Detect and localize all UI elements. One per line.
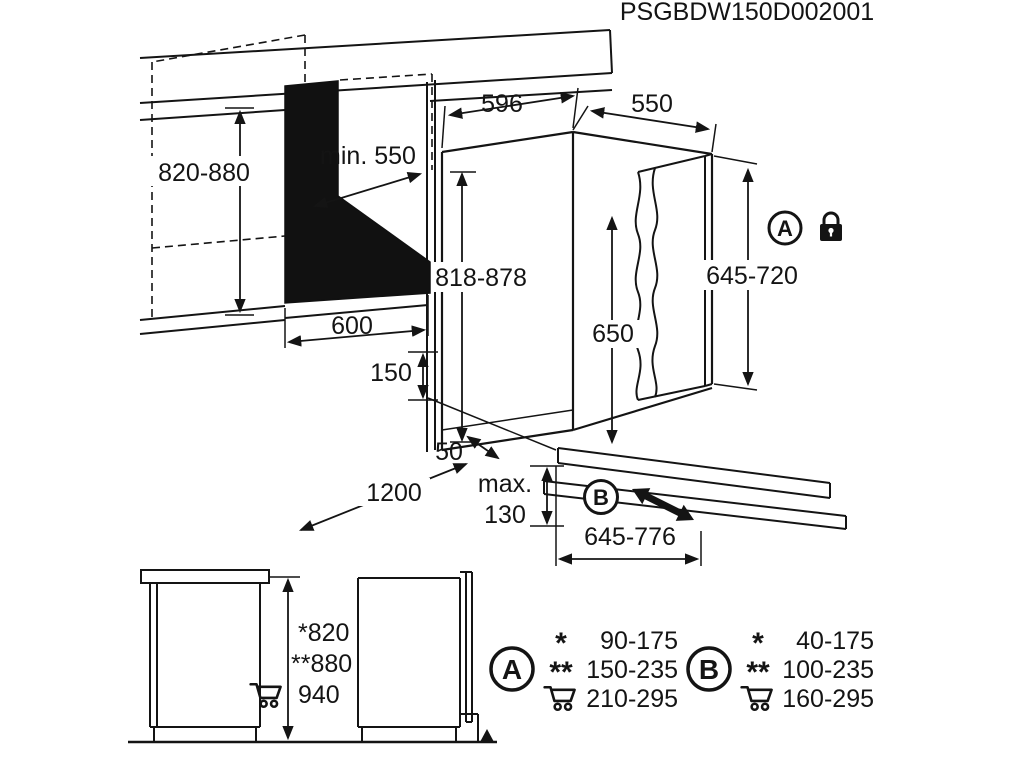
- height-dimension: [268, 576, 300, 741]
- table-a: A * 90-175 ** 150-235 210-295: [489, 627, 678, 713]
- marker-a-label: A: [777, 216, 793, 241]
- dim-plinth-panel-range: [555, 466, 702, 566]
- dim-niche-width: [284, 295, 429, 348]
- dim-gap: [466, 435, 500, 460]
- dim-appliance-width: [441, 87, 579, 149]
- door-panel: [634, 153, 713, 401]
- table-a-label: A: [502, 654, 522, 685]
- height-option-max: 940: [298, 681, 340, 709]
- dim-label-niche-height: 820-880: [158, 159, 250, 187]
- dim-niche-height: [225, 107, 254, 316]
- table-a-value-star: 90-175: [600, 627, 678, 655]
- table-b-value-cart: 160-295: [782, 685, 874, 713]
- dim-label-door-height: 650: [592, 320, 634, 348]
- marker-a: A: [767, 210, 803, 246]
- table-b-symbol-2star: **: [746, 656, 770, 689]
- dim-label-hose-length: 1200: [366, 479, 422, 507]
- table-b-value-star: 40-175: [796, 627, 874, 655]
- table-a-value-2star: 150-235: [586, 656, 678, 684]
- dim-label-appliance-width: 596: [481, 90, 523, 118]
- label-backgrounds: [146, 156, 802, 506]
- dim-label-appliance-height: 818-878: [435, 264, 527, 292]
- marker-b-label: B: [593, 485, 609, 510]
- floor-line: [128, 729, 497, 744]
- dim-label-appliance-depth: 550: [631, 90, 673, 118]
- dim-max-130: [530, 465, 564, 527]
- table-b: B * 40-175 ** 100-235 160-295: [686, 627, 874, 713]
- dim-label-max: max.: [478, 470, 532, 498]
- dishwasher-body: [427, 130, 714, 452]
- marker-b: B: [583, 479, 619, 515]
- dim-appliance-height: [450, 171, 476, 443]
- dim-label-niche-width: 600: [331, 312, 373, 340]
- height-option-raised: **880: [291, 650, 352, 678]
- lock-icon: [820, 211, 842, 241]
- dim-label-door-panel-height: 645-720: [706, 262, 798, 290]
- table-b-value-2star: 100-235: [782, 656, 874, 684]
- table-a-symbol-2star: **: [549, 656, 573, 689]
- cart-icon: [740, 685, 773, 712]
- slide-direction-arrow: [632, 488, 694, 521]
- height-option-standard: *820: [298, 619, 349, 647]
- niche-cutout: [284, 80, 431, 304]
- dim-label-min-depth: min. 550: [320, 142, 416, 170]
- side-view-builtin: [357, 571, 479, 741]
- table-a-value-cart: 210-295: [586, 685, 678, 713]
- dim-label-plinth-clearance: 150: [370, 359, 412, 387]
- dim-label-gap: 50: [435, 438, 463, 466]
- doc-code: PSGBDW150D002001: [620, 0, 874, 26]
- dim-appliance-depth: [572, 105, 717, 153]
- dim-min-depth: [312, 172, 423, 208]
- dim-plinth-clearance: [408, 351, 438, 401]
- dim-label-plinth-panel-range: 645-776: [584, 523, 676, 551]
- cart-icon: [249, 682, 282, 709]
- table-b-symbol-star: *: [752, 627, 764, 660]
- dim-label-max-value: 130: [484, 501, 526, 529]
- table-b-label: B: [699, 654, 719, 685]
- cart-icon: [543, 685, 576, 712]
- side-view-freestanding: [140, 569, 270, 741]
- table-a-symbol-star: *: [555, 627, 567, 660]
